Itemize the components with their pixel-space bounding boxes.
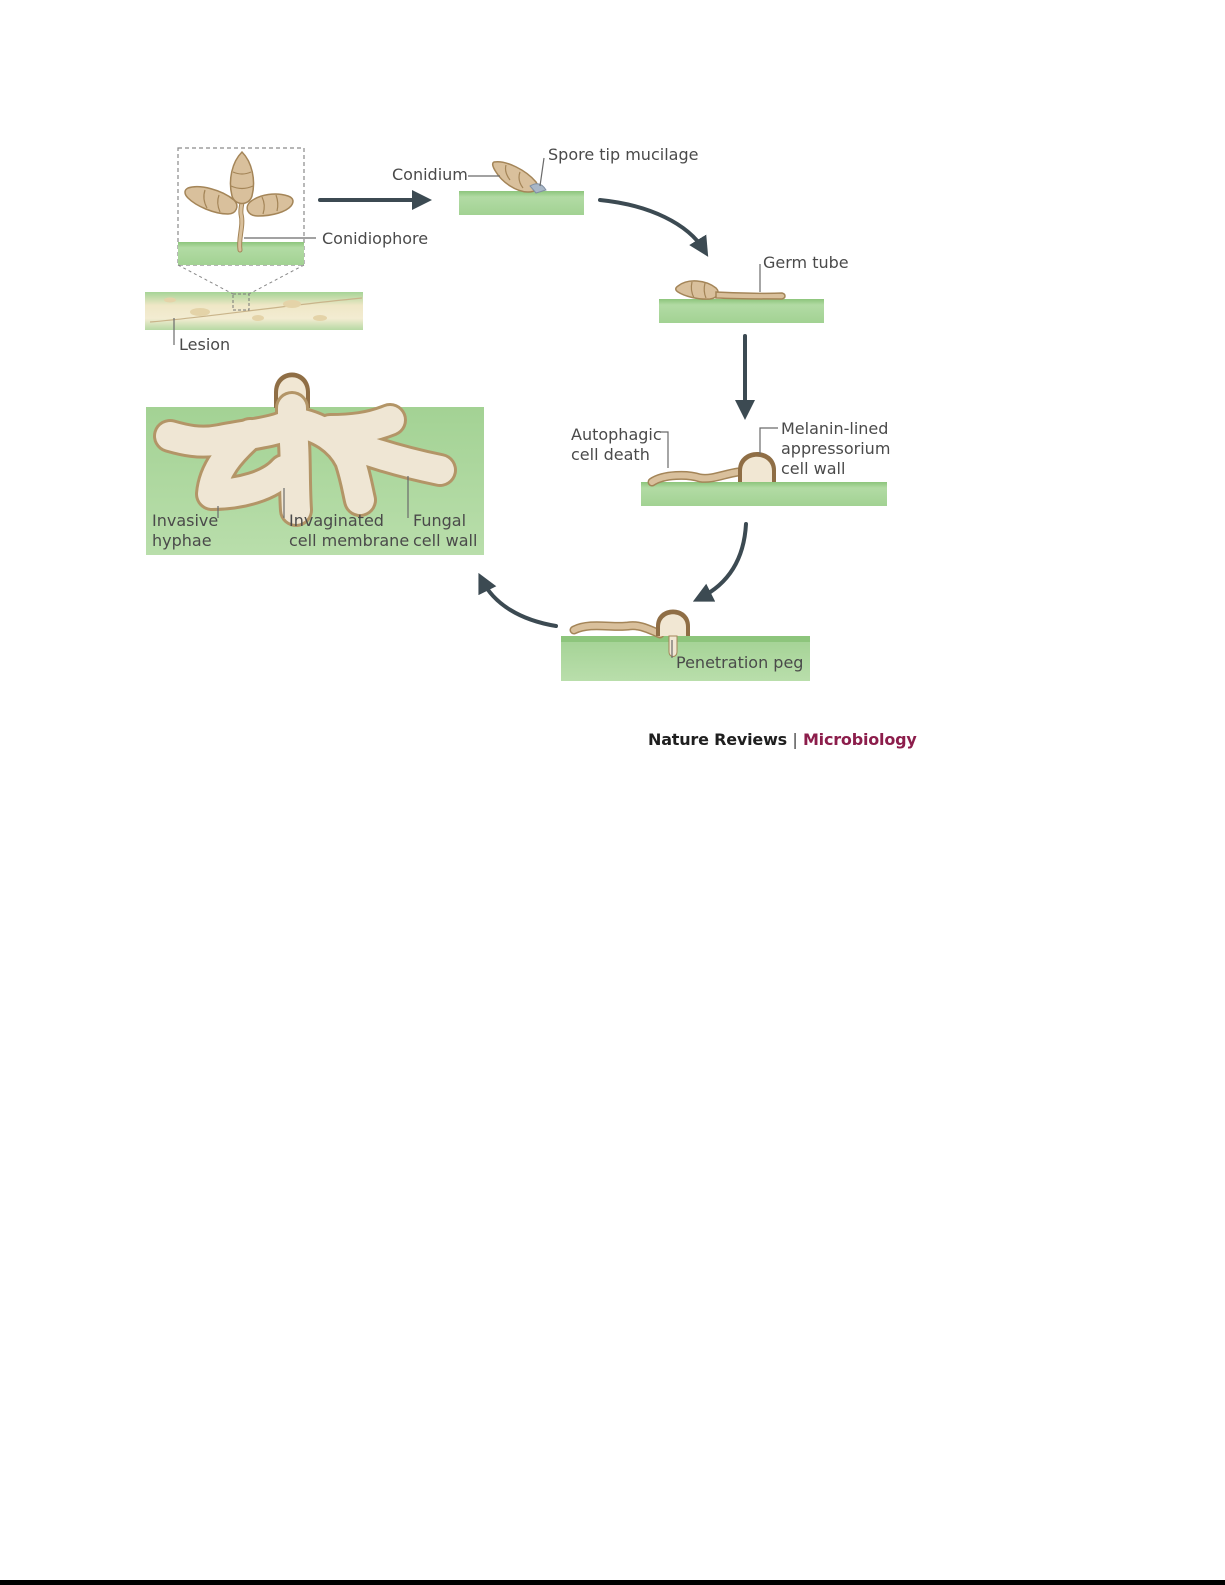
melanin-label-line3: cell wall [781,459,845,478]
germ-tube-label: Germ tube [763,253,849,272]
germ-tube-stage: Germ tube [659,253,849,323]
attached-conidium [493,162,546,193]
journal-credit: Nature Reviews | Microbiology [648,730,917,749]
autophagic-label-line2: cell death [571,445,650,464]
leaf-surface-4 [641,482,887,506]
germinating-conidium [676,281,785,299]
collapsed-conidium-5 [574,626,660,634]
collapsing-conidium [652,472,738,482]
appressorium-dome [738,452,776,482]
journal-name: Nature Reviews [648,730,787,749]
journal-subject: Microbiology [803,730,917,749]
penetration-stage: Penetration peg [561,610,810,682]
spore-tip-mucilage-label: Spore tip mucilage [548,145,698,164]
fungal-cell-wall-label-line2: cell wall [413,531,477,550]
invasive-growth-stage: Invasive hyphae Invaginated cell membran… [146,373,484,556]
leaf-with-lesion [145,292,363,330]
credit-separator: | [792,730,797,749]
conidiophore-label: Conidiophore [322,229,428,248]
arrow-to-invasive-growth [482,580,556,626]
invaginated-label-line1: Invaginated [289,511,384,530]
conidiophore-stage: Conidiophore Lesion [145,148,428,354]
melanin-label-line2: appressorium [781,439,890,458]
page-bottom-rule [0,1580,1225,1585]
invaginated-label-line2: cell membrane [289,531,409,550]
penetration-peg-label: Penetration peg [676,653,803,672]
fungal-cell-wall-label-line1: Fungal [413,511,466,530]
appressorium-stage: Autophagic cell death Melanin-lined appr… [571,419,890,506]
arrow-to-penetration [700,524,746,598]
leaf-surface-3 [659,299,824,323]
invasive-hyphae-label-line1: Invasive [152,511,218,530]
leaf-surface-2 [459,191,584,215]
conidium-label: Conidium [392,165,468,184]
invasive-hyphae-label-line2: hyphae [152,531,212,550]
autophagic-label-line1: Autophagic [571,425,662,444]
lesion-label: Lesion [179,335,230,354]
conidium-stage: Conidium Spore tip mucilage [392,145,698,215]
melanin-label-line1: Melanin-lined [781,419,888,438]
arrow-to-germ-tube [600,200,704,250]
